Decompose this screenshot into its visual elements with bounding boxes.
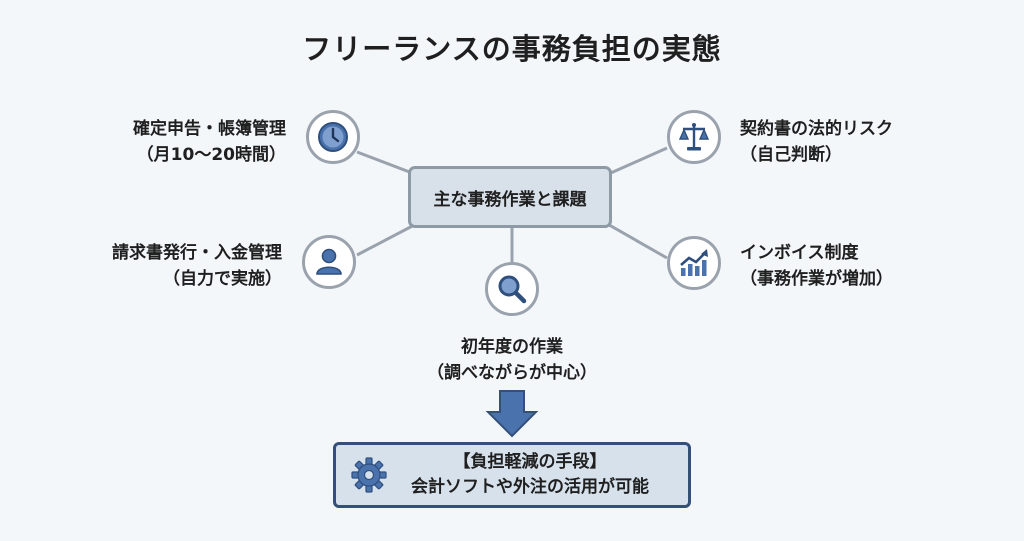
solution-line1: 【負担軽減の手段】 [453, 452, 607, 472]
tax-label-line1: 確定申告・帳簿管理 [133, 119, 286, 139]
hub-box: 主な事務作業と課題 [408, 166, 612, 228]
page-title: フリーランスの事務負担の実態 [302, 32, 722, 66]
invoice-label-line1: 請求書発行・入金管理 [112, 243, 282, 263]
solution-box: 【負担軽減の手段】 会計ソフトや外注の活用が可能 [333, 442, 691, 508]
contract-node [667, 110, 721, 164]
contract-label-line1: 契約書の法的リスク [740, 119, 893, 139]
invoice-node [302, 235, 356, 289]
link-invoice-system [603, 220, 668, 260]
invoice-label-line2: （自力で実施） [163, 269, 282, 289]
tax-label: 確定申告・帳簿管理 （月10〜20時間） [96, 116, 286, 168]
tax-node [306, 110, 360, 164]
first-year-label-line1: 初年度の作業 [461, 337, 563, 357]
contract-label: 契約書の法的リスク （自己判断） [740, 116, 950, 168]
hub-label: 主な事務作業と課題 [433, 189, 587, 210]
first-year-node [485, 262, 539, 316]
invoice-system-label-line1: インボイス制度 [740, 243, 859, 263]
link-invoice [356, 220, 421, 257]
link-contract [603, 146, 668, 178]
magnifier-icon [498, 275, 527, 304]
scales-icon [678, 123, 710, 151]
tax-label-line2: （月10〜20時間） [136, 145, 286, 165]
solution-line2: 会計ソフトや外注の活用が可能 [411, 477, 649, 497]
first-year-label: 初年度の作業 （調べながらが中心） [392, 334, 632, 386]
contract-label-line2: （自己判断） [740, 145, 842, 165]
growth-chart-icon [680, 249, 708, 276]
invoice-system-label-line2: （事務作業が増加） [740, 269, 893, 289]
down-arrow-icon [485, 390, 539, 438]
invoice-system-label: インボイス制度 （事務作業が増加） [740, 240, 960, 292]
invoice-label: 請求書発行・入金管理 （自力で実施） [60, 240, 282, 292]
invoice-system-node [667, 236, 721, 290]
clock-icon [318, 122, 348, 152]
solution-text: 【負担軽減の手段】 会計ソフトや外注の活用が可能 [388, 450, 688, 500]
person-icon [316, 248, 342, 275]
first-year-label-line2: （調べながらが中心） [427, 363, 597, 383]
gear-icon [351, 457, 387, 493]
